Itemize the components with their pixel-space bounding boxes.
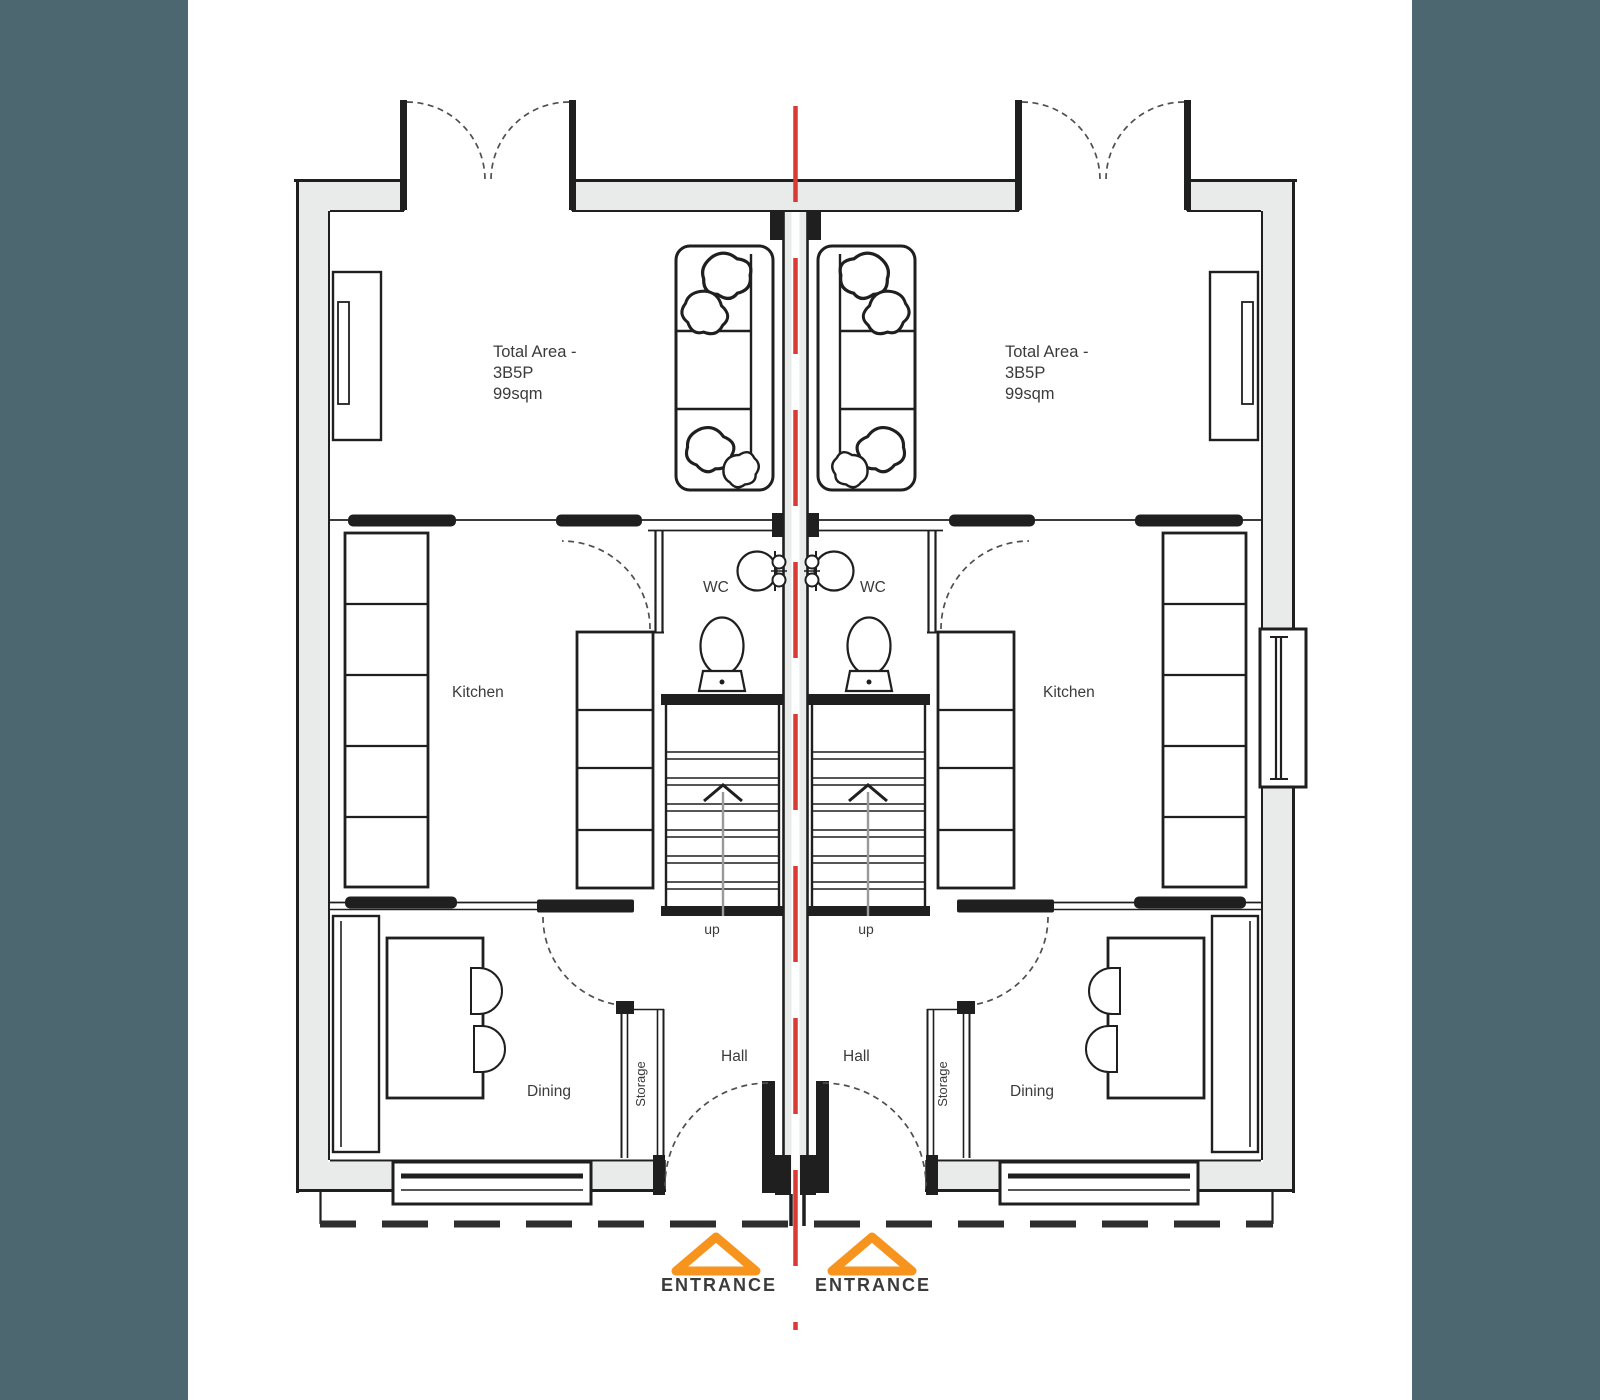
label-wc-left: WC [703, 579, 729, 596]
interior-wall-dining [330, 896, 634, 1007]
french-doors-symbol [400, 100, 576, 210]
label-up-left: up [704, 921, 720, 937]
party-wall [782, 212, 809, 1192]
label-storage-right: Storage [935, 1061, 950, 1107]
total-area-right-line1: Total Area - [1005, 343, 1088, 361]
label-wc-right: WC [860, 579, 886, 596]
label-dining-right: Dining [1010, 1083, 1054, 1100]
tall-kitchen-units-symbol [575, 630, 655, 890]
sideboard-symbol [331, 914, 381, 1154]
house-right-geometry [794, 100, 1297, 1204]
kitchen-counter-symbol [343, 531, 430, 889]
window-symbol [391, 1160, 593, 1206]
house-left-geometry [294, 100, 797, 1206]
side-band-right [1412, 0, 1600, 1400]
label-entrance-left: ENTRANCE [661, 1275, 777, 1295]
interior-wall-living [330, 514, 783, 630]
storage-closet [616, 1001, 665, 1158]
sofa-symbol [674, 244, 775, 492]
total-area-right-line3: 99sqm [1005, 385, 1055, 403]
labels: Total Area - 3B5P 99sqm Total Area - 3B5… [452, 343, 1095, 1295]
total-area-left-line1: Total Area - [493, 343, 576, 361]
entrance-marker-left [671, 1232, 761, 1276]
label-storage-left: Storage [633, 1061, 648, 1107]
label-hall-right: Hall [843, 1048, 870, 1065]
wc-room [654, 531, 787, 693]
total-area-left-line2: 3B5P [493, 364, 533, 382]
door-swing-arc [664, 1082, 769, 1187]
radiator-symbol [331, 270, 383, 442]
total-area-right-line2: 3B5P [1005, 364, 1045, 382]
label-up-right: up [858, 921, 874, 937]
entrance-threshold [789, 1194, 806, 1226]
label-hall-left: Hall [721, 1048, 748, 1065]
total-area-left-line3: 99sqm [493, 385, 543, 403]
front-door-symbol [653, 1081, 791, 1195]
door-swing-arc [542, 916, 633, 1007]
side-band-left [0, 0, 188, 1400]
entrance-triangle-icon [827, 1232, 917, 1276]
staircase-symbol [661, 694, 783, 916]
entrance-marker-right [827, 1232, 917, 1276]
canopy-dashed-line [319, 1192, 1274, 1228]
cushion-icon [680, 251, 760, 489]
label-entrance-right: ENTRANCE [815, 1275, 931, 1295]
door-swing-arc [561, 540, 651, 630]
up-arrow-icon [703, 783, 743, 803]
dining-table-symbol [385, 936, 485, 1100]
label-dining-left: Dining [527, 1083, 571, 1100]
label-kitchen-left: Kitchen [452, 684, 504, 701]
toilet-icon [697, 616, 747, 693]
side-window-symbol [1258, 627, 1308, 789]
dining-chair-icon [470, 967, 506, 1073]
entrance-triangle-icon [671, 1232, 761, 1276]
wash-basin-icon [736, 550, 787, 592]
label-kitchen-right: Kitchen [1043, 684, 1095, 701]
